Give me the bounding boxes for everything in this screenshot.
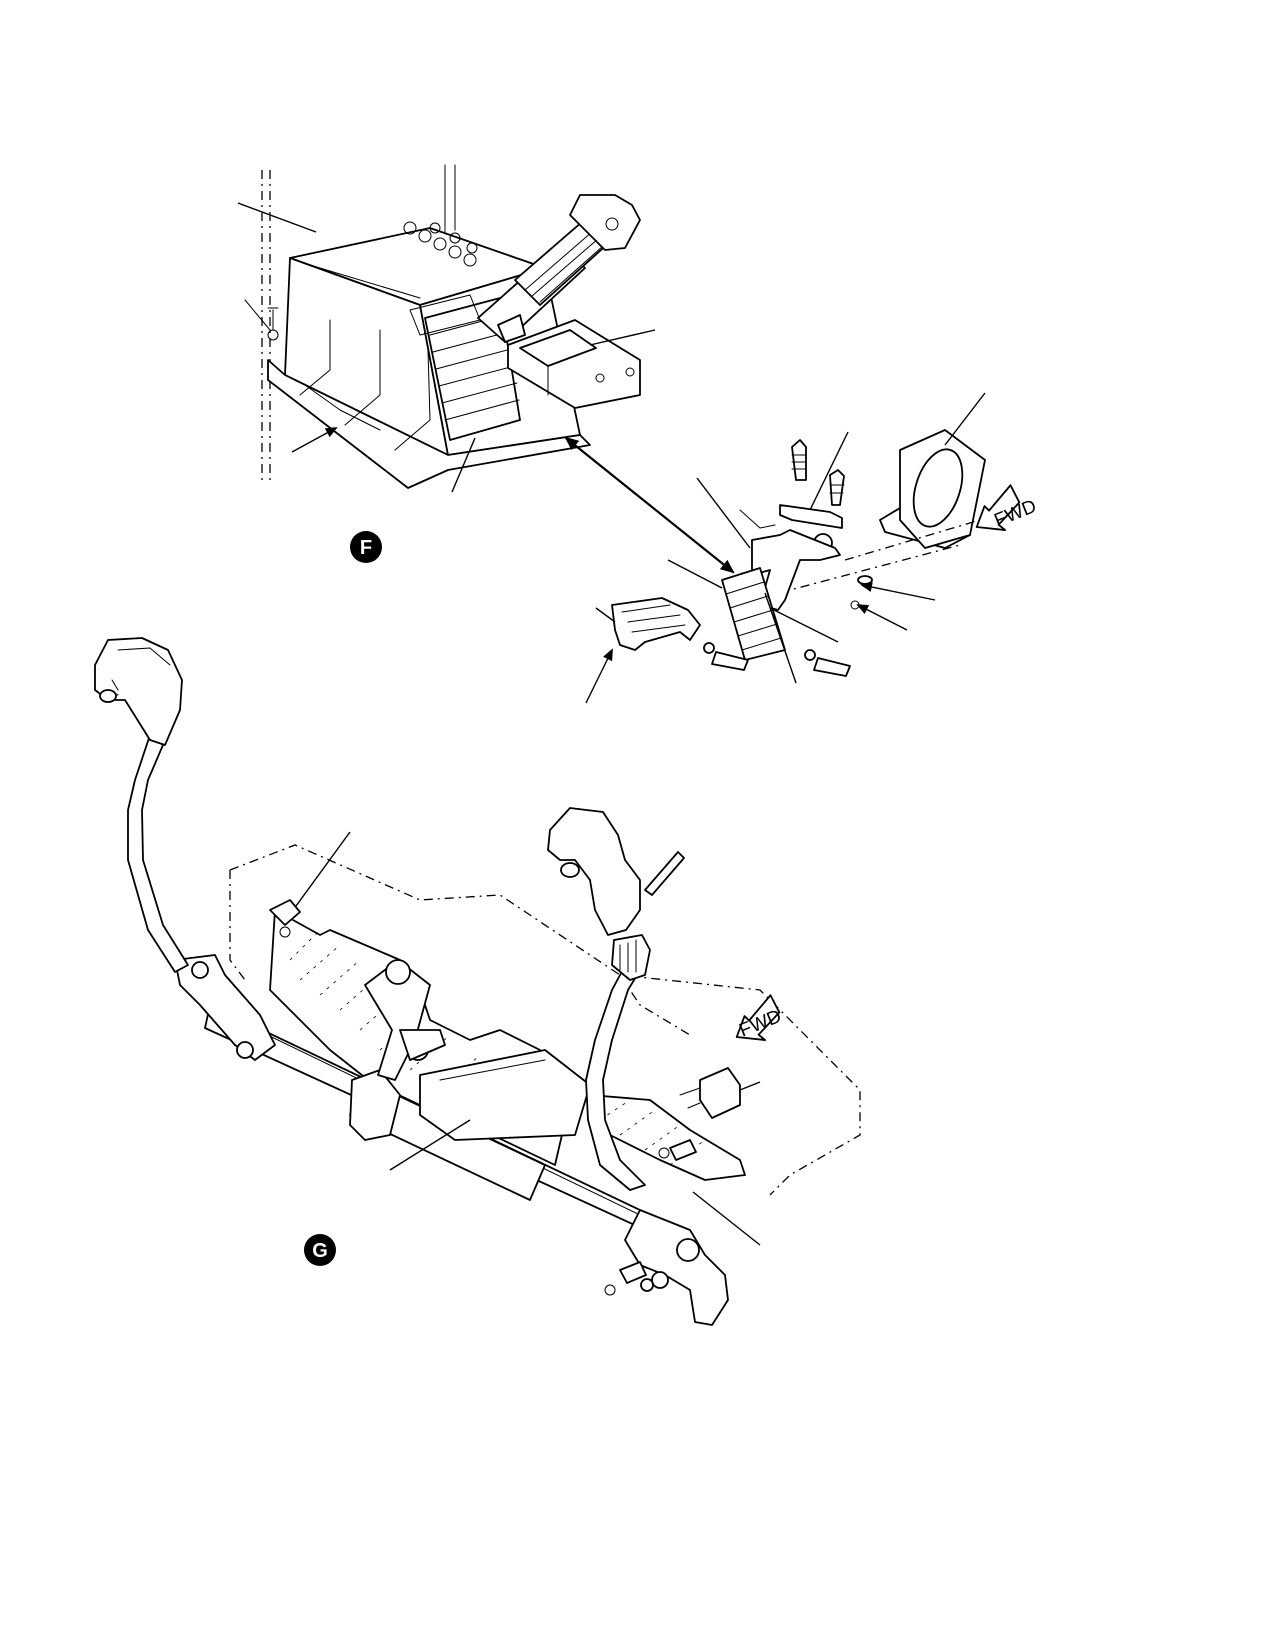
- svg-text:G: G: [312, 1240, 328, 1262]
- svg-text:F: F: [360, 537, 372, 559]
- view-g-badge: G: [304, 1234, 336, 1266]
- view-g-cockpit-assembly: FWD: [94, 637, 861, 1326]
- fwd-arrow-g: FWD: [735, 994, 784, 1042]
- exploded-stick-mount: FWD: [585, 392, 1039, 704]
- view-f-badge: F: [350, 531, 382, 563]
- assembly-arrow: [564, 436, 735, 574]
- fwd-arrow-f: FWD: [975, 484, 1039, 532]
- view-f-console-assembly: [237, 164, 656, 493]
